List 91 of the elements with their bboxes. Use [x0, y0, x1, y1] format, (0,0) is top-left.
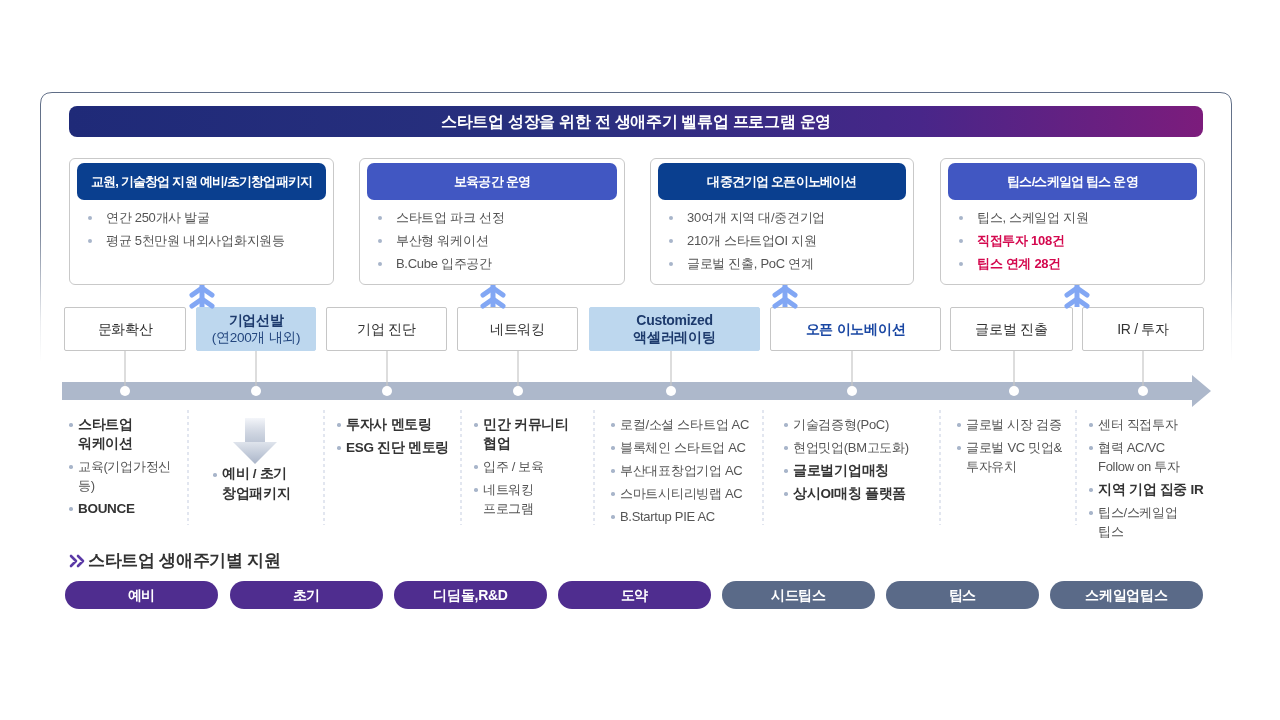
- card-heading: 팁스/스케일업 팁스 운영: [948, 163, 1197, 200]
- list-item: 네트워킹 프로그램: [473, 480, 583, 518]
- connector-line: [1142, 350, 1144, 387]
- double-chevron-arrow: [1064, 285, 1090, 309]
- card: [940, 158, 1205, 285]
- list-item: 210개 스타트업OI 지원: [669, 231, 817, 251]
- stage-label: (연200개 내외): [211, 329, 301, 346]
- block-arrow: [233, 418, 277, 464]
- stage-tag: 팁스: [886, 581, 1039, 609]
- list-item: 예비 / 초기 창업패키지: [212, 464, 298, 504]
- list-item: 팁스 연계 28건: [959, 254, 1061, 274]
- stage-label: 오픈 이노베이션: [805, 320, 906, 338]
- list-item: 협력 AC/VC Follow on 투자: [1088, 438, 1192, 476]
- timeline-dot-icon: [1138, 386, 1148, 396]
- timeline-dot-icon: [382, 386, 392, 396]
- double-chevron-arrow: [772, 285, 798, 309]
- connector-line: [124, 350, 126, 387]
- card-heading: 보육공간 운영: [367, 163, 617, 200]
- stage-label: 기업 진단: [357, 320, 416, 338]
- timeline-dot-icon: [666, 386, 676, 396]
- list-item: ESG 진단 멘토링: [336, 438, 449, 457]
- list-item: 기술검증형(PoC): [783, 415, 889, 434]
- list-item: 상시OI매칭 플랫폼: [783, 484, 906, 503]
- list-item: 30여개 지역 대/중견기업: [669, 208, 826, 228]
- list-item: 연간 250개사 발굴: [88, 208, 210, 228]
- list-item: 센터 직접투자: [1088, 415, 1178, 434]
- list-item: 민간 커뮤니티 협업: [473, 415, 583, 453]
- double-chevron-arrow: [480, 285, 506, 309]
- stage-label: 문화확산: [97, 320, 153, 338]
- list-item: 스마트시티리빙랩 AC: [610, 484, 743, 503]
- list-item: B.Startup PIE AC: [610, 507, 715, 526]
- stage-box: [770, 307, 941, 351]
- list-item: 현업밋업(BM고도화): [783, 438, 909, 457]
- list-item: 투자사 멘토링: [336, 415, 432, 434]
- connector-line: [670, 350, 672, 387]
- list-item: 부산대표창업기업 AC: [610, 461, 743, 480]
- double-chevron-arrow: [189, 285, 215, 309]
- timeline-dot-icon: [120, 386, 130, 396]
- stage-label: Customized 액셀러레이팅: [632, 312, 717, 346]
- timeline-dot-icon: [251, 386, 261, 396]
- list-item: 글로벌 VC 밋업& 투자유치: [956, 438, 1074, 476]
- list-item: BOUNCE: [68, 499, 135, 518]
- list-item: 교육(기업가정신 등): [68, 457, 186, 495]
- card-heading: 교원, 기술창업 지원 예비/초기창업패키지: [77, 163, 326, 200]
- connector-line: [255, 350, 257, 387]
- list-item: 평균 5천만원 내외사업화지원등: [88, 231, 285, 251]
- card: [69, 158, 334, 285]
- stage-box: [326, 307, 447, 351]
- stage-tag: 예비: [65, 581, 218, 609]
- stage-tag: 시드팁스: [722, 581, 875, 609]
- stage-box: [950, 307, 1073, 351]
- list-item: 지역 기업 집중 IR: [1088, 480, 1204, 499]
- connector-line: [851, 350, 853, 387]
- list-item: 글로벌기업매칭: [783, 461, 889, 480]
- stage-box: [457, 307, 578, 351]
- list-item: 스타트업 파크 선정: [378, 208, 505, 228]
- card: [359, 158, 625, 285]
- stage-tag: 디딤돌,R&D: [394, 581, 547, 609]
- card: [650, 158, 914, 285]
- stage-tag: 스케일업팁스: [1050, 581, 1203, 609]
- stage-box: [196, 307, 316, 351]
- stage-box: [589, 307, 760, 351]
- stage-box: [64, 307, 186, 351]
- list-item: B.Cube 입주공간: [378, 254, 492, 274]
- connector-line: [386, 350, 388, 387]
- section-heading: 스타트업 생애주기별 지원: [88, 550, 281, 572]
- list-item: 글로벌 시장 검증: [956, 415, 1062, 434]
- stage-label: 기업선발: [228, 312, 284, 329]
- stage-label: IR / 투자: [1117, 320, 1169, 338]
- timeline-dot-icon: [847, 386, 857, 396]
- list-item: 입주 / 보육: [473, 457, 544, 476]
- stage-label: 글로벌 진출: [975, 320, 1048, 338]
- list-item: 팁스/스케일업 팁스: [1088, 503, 1194, 541]
- stage-tag: 초기: [230, 581, 383, 609]
- stage-box: [1082, 307, 1204, 351]
- list-item: 글로벌 진출, PoC 연계: [669, 254, 814, 274]
- timeline-arrow: [62, 375, 1211, 407]
- timeline-dot-icon: [513, 386, 523, 396]
- list-item: 로컬/소셜 스타트업 AC: [610, 415, 749, 434]
- list-item: 블록체인 스타트업 AC: [610, 438, 746, 457]
- list-item: 직접투자 108건: [959, 231, 1065, 251]
- connector-line: [1013, 350, 1015, 387]
- stage-label: 네트워킹: [490, 320, 545, 338]
- timeline-dot-icon: [1009, 386, 1019, 396]
- connector-line: [517, 350, 519, 387]
- list-item: 스타트업 워케이션: [68, 415, 170, 453]
- stage-tag: 도약: [558, 581, 711, 609]
- card-heading: 대중견기업 오픈이노베이션: [658, 163, 906, 200]
- title-banner: 스타트업 성장을 위한 전 생애주기 벨류업 프로그램 운영: [69, 106, 1203, 137]
- list-item: 팁스, 스케일업 지원: [959, 208, 1089, 228]
- list-item: 부산형 워케이션: [378, 231, 489, 251]
